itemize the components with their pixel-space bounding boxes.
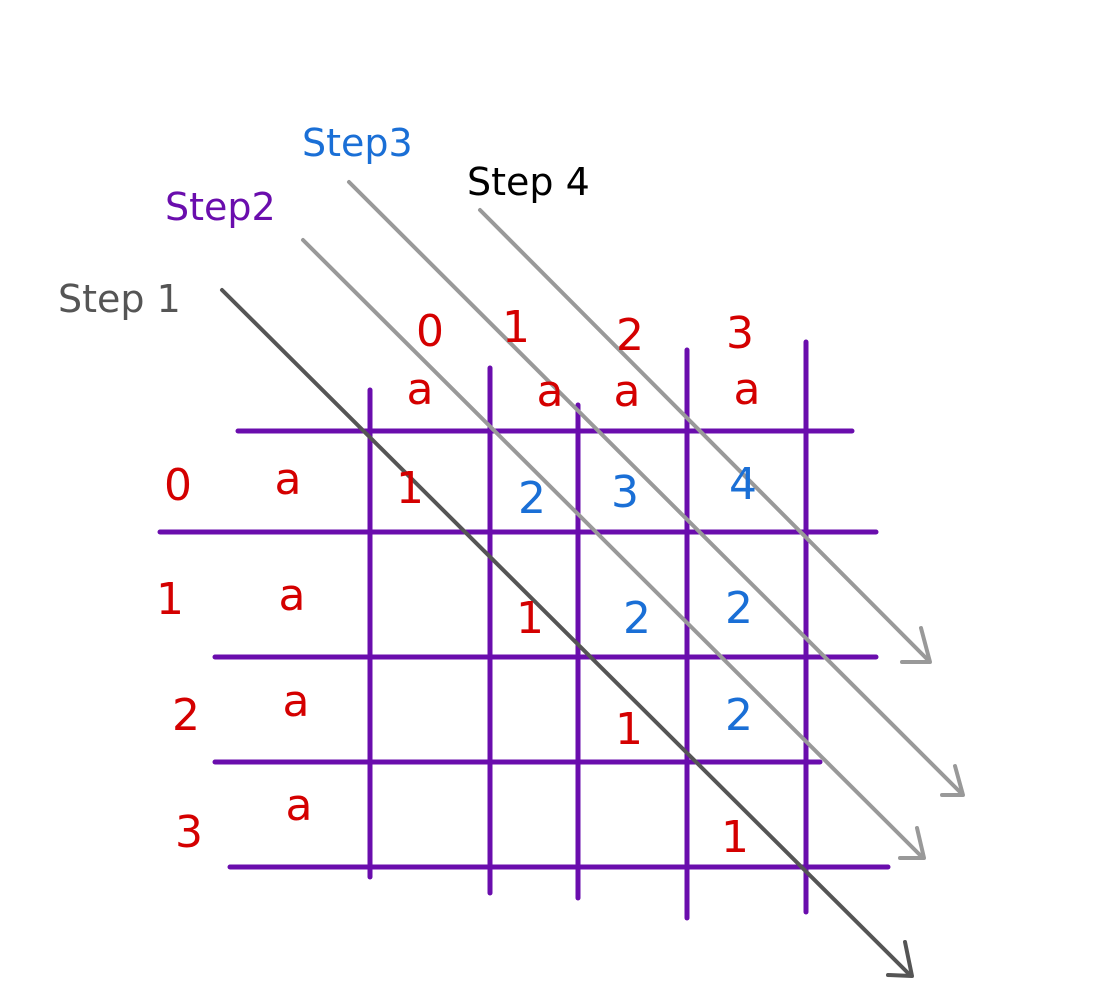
step-1-arrow-head — [886, 940, 914, 978]
column-index-2: 2 — [616, 310, 644, 361]
step-2-arrow-shaft — [301, 238, 924, 859]
dp-cell-r1-c1: 1 — [516, 593, 544, 644]
step-4-arrow-head — [900, 626, 932, 664]
dp-cell-r3-c3: 1 — [721, 812, 749, 863]
diagonal-arrows — [220, 180, 965, 978]
row-index-2: 2 — [172, 690, 200, 741]
step-1-arrow-shaft — [220, 288, 912, 977]
dp-cell-r2-c3: 2 — [725, 690, 753, 741]
dp-cell-r0-c3: 4 — [729, 459, 757, 510]
column-index-1: 1 — [502, 302, 530, 353]
step-1-arrow — [220, 288, 914, 978]
dp-cell-values: 1 2 3 4 1 2 2 1 2 1 — [396, 459, 757, 863]
column-index-0: 0 — [416, 306, 444, 357]
dp-cell-r1-c2: 2 — [623, 593, 651, 644]
row-index-1: 1 — [156, 574, 184, 625]
column-index-3: 3 — [726, 308, 754, 359]
step-4-arrow — [478, 208, 932, 664]
row-char-3: a — [286, 780, 313, 831]
dp-cell-r1-c3: 2 — [725, 583, 753, 634]
column-char-3: a — [734, 364, 761, 415]
column-char-0: a — [407, 364, 434, 415]
row-char-1: a — [279, 570, 306, 621]
step-labels: Step 1 Step2 Step3 Step 4 — [58, 121, 590, 321]
row-index-0: 0 — [164, 460, 192, 511]
row-index-3: 3 — [175, 807, 203, 858]
row-char-0: a — [275, 454, 302, 505]
column-char-1: a — [537, 366, 564, 417]
step-3-arrow-shaft — [347, 180, 962, 794]
dp-cell-r2-c2: 1 — [615, 704, 643, 755]
row-headers: 0 1 2 3 a a a a — [156, 454, 312, 858]
dp-cell-r0-c1: 2 — [518, 473, 546, 524]
dp-cell-r0-c0: 1 — [396, 463, 424, 514]
step-3-arrow-head — [940, 764, 965, 797]
row-char-2: a — [283, 676, 310, 727]
dp-grid — [157, 339, 891, 921]
column-char-2: a — [614, 366, 641, 417]
step-1-label: Step 1 — [58, 277, 181, 321]
step-2-label: Step2 — [165, 185, 276, 229]
step-3-label: Step3 — [302, 121, 413, 165]
step-3-arrow — [347, 180, 965, 797]
step-4-arrow-shaft — [478, 208, 930, 662]
step-2-arrow — [301, 238, 926, 860]
dp-cell-r0-c2: 3 — [611, 467, 639, 518]
step-2-arrow-head — [898, 826, 926, 860]
step-4-label: Step 4 — [467, 160, 590, 204]
column-headers: 0 1 2 3 a a a a — [407, 302, 761, 417]
